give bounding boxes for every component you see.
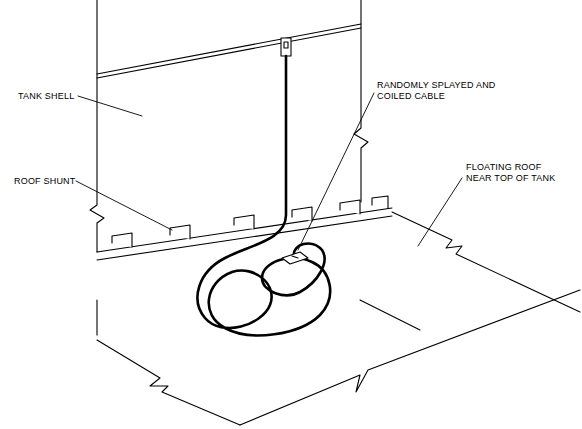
- roof-outline: [240, 290, 580, 425]
- roof-outline: [97, 340, 240, 425]
- shell-rim: [97, 28, 361, 78]
- leader-line: [78, 96, 142, 116]
- leader-line: [418, 178, 462, 246]
- leader-line: [76, 181, 172, 230]
- roof-outline: [360, 300, 420, 330]
- roof-shunt: [112, 196, 388, 247]
- roof-outline: [96, 300, 97, 335]
- shell-edge: [90, 0, 104, 252]
- shell-rim: [97, 24, 361, 74]
- callout-label: FLOATING ROOF NEAR TOP OF TANK: [466, 162, 566, 184]
- callout-label: RANDOMLY SPLAYED AND COILED CABLE: [377, 80, 505, 102]
- shell-edge: [354, 0, 368, 202]
- cable-clamp: [282, 252, 308, 264]
- coiled-cable: [198, 56, 331, 335]
- roof-outline: [392, 212, 580, 312]
- part-label: TANK SHELL: [18, 91, 98, 102]
- part-label: ROOF SHUNT: [14, 176, 94, 187]
- roof-edge: [97, 216, 392, 260]
- junction-box: [281, 38, 291, 56]
- leader-line: [298, 93, 374, 250]
- cable-clamp: [292, 256, 298, 258]
- junction-box: [284, 42, 288, 48]
